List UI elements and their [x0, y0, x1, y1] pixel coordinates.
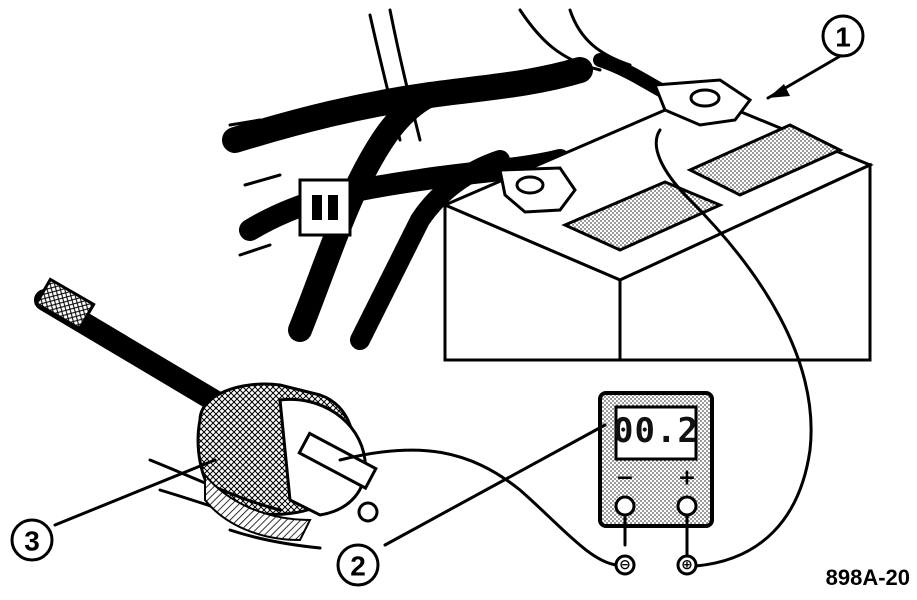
negative-probe: [614, 554, 636, 576]
meter-reading: 00.2: [613, 411, 699, 451]
positive-test-lead: [654, 128, 813, 568]
callout-2-circle: [336, 543, 380, 587]
positive-probe: [676, 554, 698, 576]
callout-3: 3: [10, 518, 54, 562]
callout-2: 2: [336, 543, 380, 587]
solenoid-terminal-stud: [297, 431, 378, 491]
meter-display: [614, 405, 698, 461]
callout-2-number: 2: [350, 551, 366, 582]
callout-3-circle: [10, 518, 54, 562]
callout-2-leader: [383, 423, 607, 547]
battery: [441, 53, 874, 362]
positive-probe-symbol: ⊕: [681, 557, 693, 573]
battery-cap-right: [686, 123, 844, 197]
negative-probe-symbol: ⊖: [619, 557, 631, 573]
starter-motor: [34, 277, 379, 550]
digital-voltmeter: 00.2 − +: [598, 391, 714, 528]
battery-cap-left: [561, 180, 724, 252]
positive-post: [689, 88, 721, 108]
meter-positive-jack: [676, 495, 698, 517]
wiring-harness: [222, 8, 632, 350]
callout-1: 1: [821, 14, 865, 58]
connector-block: [298, 178, 352, 237]
meter-negative-jack: [614, 495, 636, 517]
callout-3-number: 3: [24, 526, 40, 557]
callout-1-circle: [821, 14, 865, 58]
negative-test-lead: [338, 448, 619, 567]
callout-1-number: 1: [835, 22, 851, 53]
figure-code: 898A-20: [826, 565, 910, 590]
meter-minus-label: −: [616, 466, 634, 491]
negative-post: [515, 175, 545, 195]
test-leads: ⊖ ⊕: [338, 128, 813, 576]
callout-3-leader: [53, 458, 217, 527]
meter-plus-label: +: [678, 466, 696, 491]
callout-leaders: [53, 53, 844, 547]
